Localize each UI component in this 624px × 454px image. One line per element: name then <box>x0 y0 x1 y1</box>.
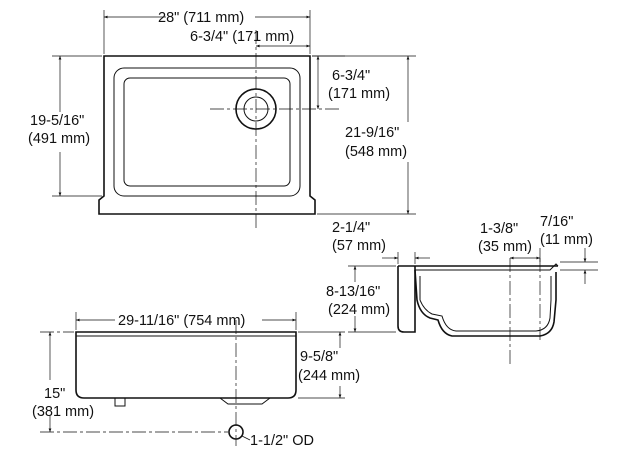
overall-depth-in: 21-9/16" <box>345 125 399 141</box>
inner-depth-mm: (491 mm) <box>28 131 90 147</box>
lip-mm: (11 mm) <box>540 232 593 248</box>
side-view: 2-1/4" (57 mm) 1-3/8" (35 mm) 7/16" (11 … <box>326 214 598 365</box>
lip-in: 7/16" <box>540 214 573 230</box>
bowl-depth-mm: (244 mm) <box>298 368 360 384</box>
overall-height-in: 15" <box>44 386 65 402</box>
sink-apron-side <box>397 266 416 333</box>
drain-from-back-mm: (171 mm) <box>328 86 390 102</box>
drain-pipe-circle <box>228 424 244 440</box>
rim-in: 1-3/8" <box>480 221 518 237</box>
top-view: 28" (711 mm) 6-3/4" (171 mm) 19-5/16" (4… <box>28 10 416 230</box>
sink-bowl-side <box>414 269 557 337</box>
overall-height-mm: (381 mm) <box>32 404 94 420</box>
sink-rim <box>113 67 301 197</box>
apron-in: 2-1/4" <box>332 220 370 236</box>
drain-offset-label: 6-3/4" (171 mm) <box>190 29 294 45</box>
drain-od-label: 1-1/2" OD <box>250 433 314 449</box>
inner-depth-in: 19-5/16" <box>30 113 84 129</box>
front-view: 29-11/16" (754 mm) 9-5/8" (244 mm) 15" (… <box>32 312 360 449</box>
apron-mm: (57 mm) <box>332 238 386 254</box>
sink-outline-top <box>98 55 316 215</box>
side-height-in: 8-13/16" <box>326 284 380 300</box>
drain-from-back-in: 6-3/4" <box>332 68 370 84</box>
sink-front-outline <box>75 331 297 399</box>
width-label-top: 28" (711 mm) <box>158 10 244 26</box>
side-height-mm: (224 mm) <box>328 302 390 318</box>
overall-depth-mm: (548 mm) <box>345 144 407 160</box>
bowl-depth-in: 9-5/8" <box>300 349 338 365</box>
sink-bowl <box>123 77 291 187</box>
front-width-label: 29-11/16" (754 mm) <box>118 313 245 329</box>
rim-mm: (35 mm) <box>478 239 532 255</box>
